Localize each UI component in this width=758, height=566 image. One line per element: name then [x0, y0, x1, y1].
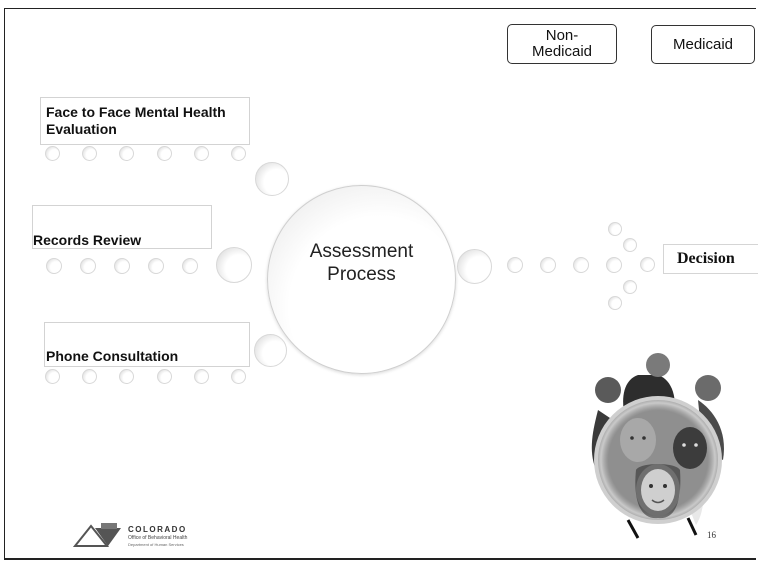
logo-title: COLORADO	[128, 525, 187, 534]
connector-dot	[623, 280, 637, 294]
connector-dot	[457, 249, 492, 284]
slide-frame	[4, 8, 756, 560]
face-to-face-label: Face to Face Mental Health Evaluation	[46, 104, 226, 137]
connector-dot	[507, 257, 523, 273]
connector-dot	[608, 296, 622, 310]
connector-dot	[157, 369, 172, 384]
connector-dot	[114, 258, 130, 274]
connector-dot	[80, 258, 96, 274]
people-photo-image	[591, 353, 724, 539]
connector-dot	[640, 257, 655, 272]
connector-dot	[82, 146, 97, 161]
decision-box: Decision	[663, 244, 758, 274]
connector-dot	[182, 258, 198, 274]
connector-dot	[45, 369, 60, 384]
assessment-label-line1: Assessment	[309, 241, 414, 262]
connector-dot	[119, 146, 134, 161]
colorado-obh-logo: COLORADO Office of Behavioral Health Dep…	[72, 522, 233, 548]
connector-dot	[573, 257, 589, 273]
connector-dot	[231, 369, 246, 384]
non-medicaid-tag: Non- Medicaid	[507, 24, 617, 64]
colorado-logo-icon	[72, 523, 121, 547]
phone-consultation-box	[44, 322, 250, 367]
connector-dot	[157, 146, 172, 161]
connector-dot	[194, 146, 209, 161]
logo-department: Department of Human Services	[128, 542, 184, 547]
records-review-box	[32, 205, 212, 249]
connector-dot	[82, 369, 97, 384]
connector-dot	[255, 162, 289, 196]
connector-dot	[46, 258, 62, 274]
records-review-label: Records Review	[33, 232, 142, 248]
assessment-label-line2: Process	[327, 264, 396, 285]
connector-dot	[119, 369, 134, 384]
connector-dot	[45, 146, 60, 161]
connector-dot	[194, 369, 209, 384]
assessment-process-circle	[267, 185, 456, 374]
assessment-process-label: Assessment Process	[267, 240, 456, 286]
connector-dot	[623, 238, 637, 252]
face-to-face-box	[40, 97, 250, 145]
connector-dot	[608, 222, 622, 236]
connector-dot	[148, 258, 164, 274]
phone-consultation-label: Phone Consultation	[46, 348, 179, 364]
connector-dot	[606, 257, 622, 273]
connector-dot	[216, 247, 252, 283]
logo-subtitle: Office of Behavioral Health	[128, 535, 188, 541]
medicaid-tag: Medicaid	[651, 25, 755, 64]
page-number: 16	[707, 530, 716, 540]
connector-dot	[231, 146, 246, 161]
connector-dot	[254, 334, 287, 367]
connector-dot	[540, 257, 556, 273]
